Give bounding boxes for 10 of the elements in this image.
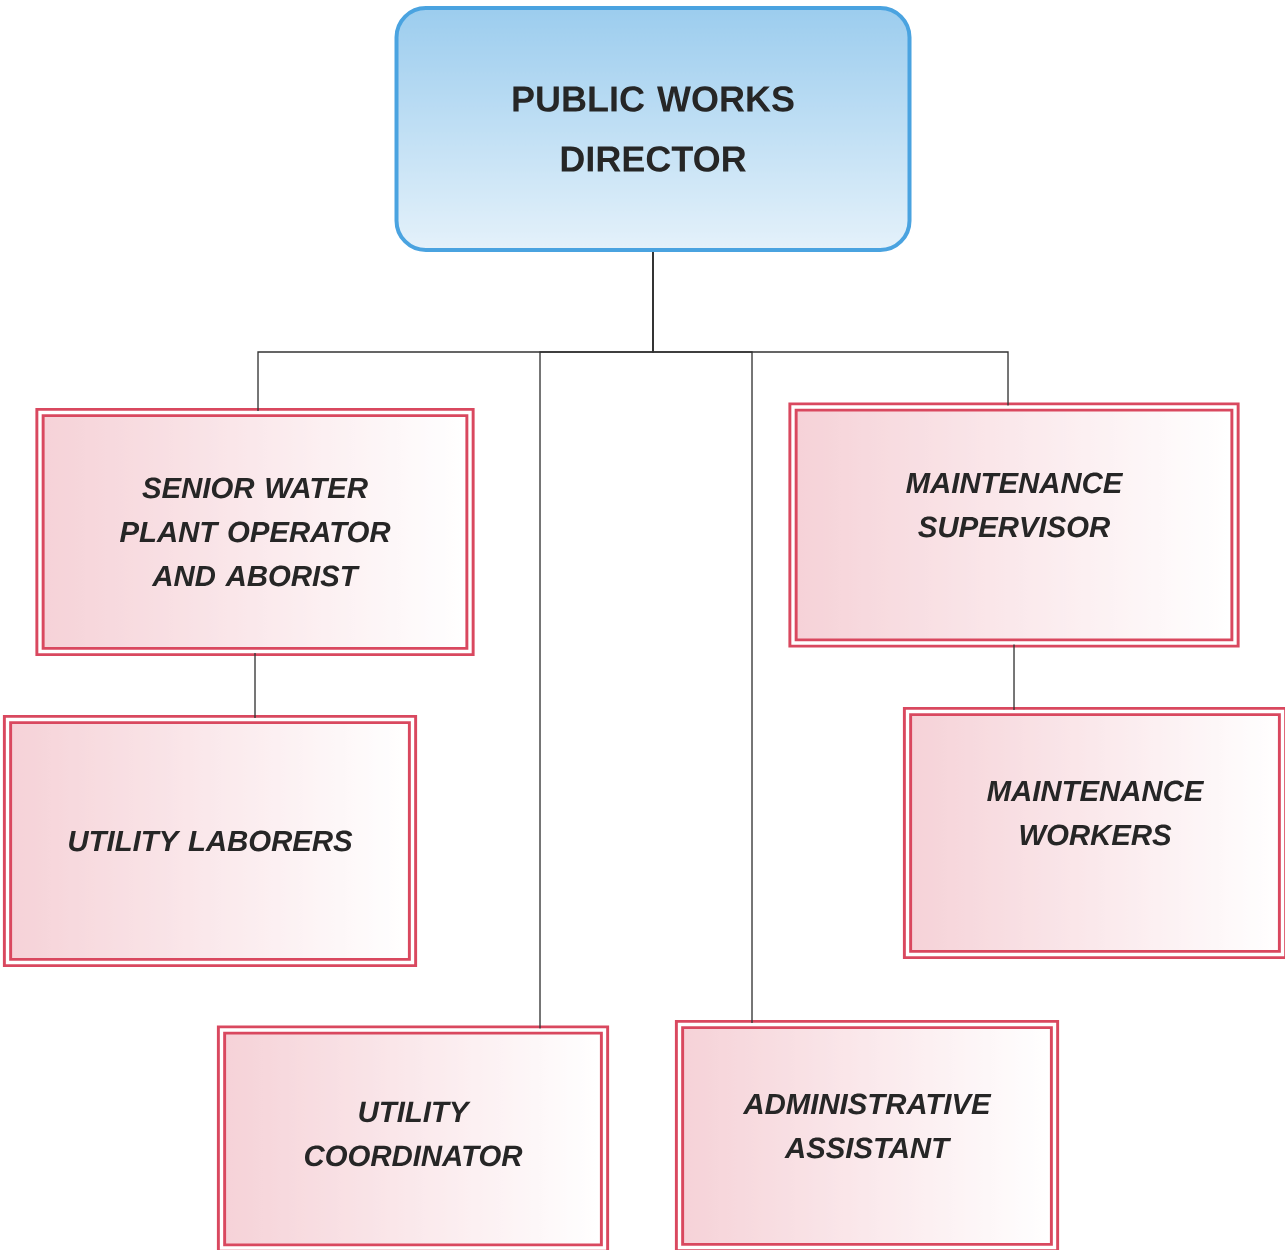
- role-box: SENIOR WATER PLANT OPERATOR AND ABORIST: [35, 407, 475, 657]
- role-box: ADMINISTRATIVE ASSISTANT: [674, 1019, 1060, 1250]
- title-box: PUBLIC WORKS DIRECTOR: [394, 6, 912, 252]
- role-box: MAINTENANCE SUPERVISOR: [788, 402, 1240, 648]
- role-box: UTILITY LABORERS: [2, 714, 418, 968]
- connector-line: [1013, 643, 1015, 711]
- connector-line: [254, 652, 256, 719]
- connector-line: [652, 251, 1009, 407]
- role-box: MAINTENANCE WORKERS: [902, 706, 1285, 960]
- role-box: UTILITY COORDINATOR: [216, 1025, 610, 1250]
